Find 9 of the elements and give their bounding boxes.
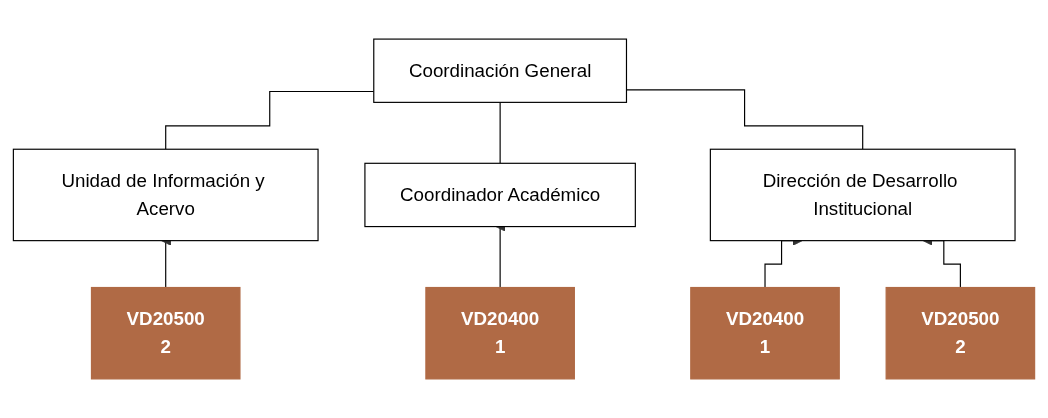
node-box: Unidad de Información y Acervo [12, 148, 319, 242]
node-box: Dirección de Desarrollo Institucional [709, 148, 1016, 242]
connector [499, 101, 501, 164]
node-box: Coordinador Académico [364, 162, 636, 228]
node-box: VD20400 1 [425, 286, 575, 380]
node-box: VD20400 1 [690, 286, 840, 380]
node-box: VD20500 2 [885, 286, 1036, 380]
node-box: Coordinación General [373, 38, 628, 103]
node-box: VD20500 2 [90, 286, 241, 380]
